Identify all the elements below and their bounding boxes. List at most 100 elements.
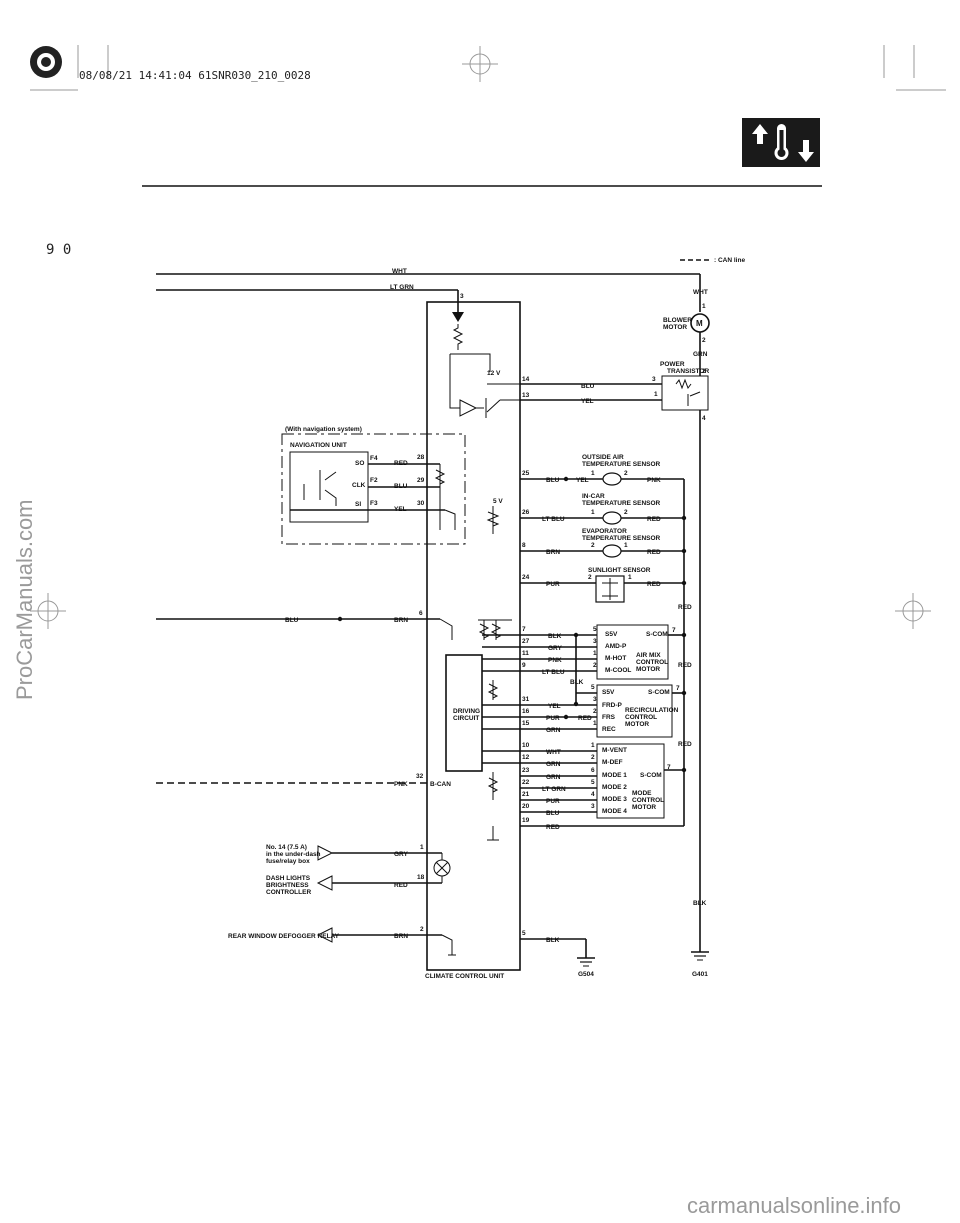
mode-pin-2: 2 — [591, 754, 595, 761]
term-15: 15 — [522, 720, 530, 727]
nav-signal-si: SI — [355, 501, 361, 508]
recirc-sig-rec: REC — [602, 726, 616, 733]
wire-label-pnk-11: PNK — [548, 657, 562, 664]
sensor-outside-air: OUTSIDE AIR TEMPERATURE SENSOR 25 BLU YE… — [520, 454, 684, 486]
wire-label-grn-23: GRN — [546, 774, 561, 781]
recirc-label-3: MOTOR — [625, 721, 649, 728]
navigation-unit-label: NAVIGATION UNIT — [290, 442, 347, 449]
diode-icon — [452, 312, 464, 322]
mode-sig-mode3: MODE 3 — [602, 796, 627, 803]
wire-label-red-18: RED — [394, 882, 408, 889]
b-can-label: B-CAN — [430, 781, 451, 788]
airmix-sig-s5v: S5V — [605, 631, 618, 638]
mode-rows: 10 12 23 22 21 20 WHT GRN GRN LT GRN PUR… — [522, 742, 627, 817]
airmix-sig-mcool: M-COOL — [605, 667, 631, 674]
wire-label-blk-7: BLK — [548, 633, 562, 640]
wire-label-ltblu-26: LT BLU — [542, 516, 565, 523]
wire-label-brn-left: BRN — [394, 617, 408, 624]
wire-label-pnk-25: PNK — [647, 477, 661, 484]
recirc-sig-frs: FRS — [602, 714, 616, 721]
sensor-incar-pin-a: 1 — [591, 509, 595, 516]
blower-label-1: BLOWER — [663, 317, 692, 324]
v12-label: 12 V — [487, 370, 501, 377]
recirc-label-2: CONTROL — [625, 714, 657, 721]
fuse-label-1: No. 14 (7.5 A) — [266, 844, 307, 851]
mode-pin-3: 3 — [591, 803, 595, 810]
sensor-evaporator: EVAPORATOR TEMPERATURE SENSOR 8 BRN RED … — [520, 528, 684, 558]
nav-pin-f3: F3 — [370, 500, 378, 507]
wire-label-blu-14: BLU — [581, 383, 595, 390]
wire-label-wht-10: WHT — [546, 749, 561, 756]
airmix-pin-2: 2 — [593, 662, 597, 669]
term-9: 9 — [522, 662, 526, 669]
blower-pin2: 2 — [702, 337, 706, 344]
term-16: 16 — [522, 708, 530, 715]
defogger-label: REAR WINDOW DEFOGGER RELAY — [228, 933, 340, 940]
sensor-sunlight: SUNLIGHT SENSOR 24 PUR RED 2 1 — [520, 567, 684, 603]
blower-label-2: MOTOR — [663, 324, 687, 331]
fuse-feed: No. 14 (7.5 A) in the under-dash fuse/re… — [266, 844, 442, 865]
recirc-pullup — [487, 680, 499, 700]
airmix-rows: 7 27 11 9 BLK GRY PNK LT BLU 5 3 1 2 S5V… — [522, 626, 631, 676]
term-27: 27 — [522, 638, 530, 645]
navigation-option-title: (With navigation system) — [285, 426, 362, 433]
airmix-pin-3: 3 — [593, 638, 597, 645]
navigation-option-box — [281, 433, 466, 545]
defogger-relay: REAR WINDOW DEFOGGER RELAY BRN 2 — [228, 926, 456, 956]
wire-label-ltblu-9: LT BLU — [542, 669, 565, 676]
pin-18: 18 — [417, 874, 425, 881]
wire-label-yel-13: YEL — [581, 398, 594, 405]
wire-label-ltgrn: LT GRN — [390, 284, 414, 291]
dash-label-1: DASH LIGHTS — [266, 875, 311, 882]
registration-target-icon — [30, 46, 62, 78]
mode-sig-mvent: M-VENT — [602, 747, 627, 754]
airmix-label-3: MOTOR — [636, 666, 660, 673]
sensor-outside-label-1: OUTSIDE AIR — [582, 454, 624, 461]
recirc-scom-pin: 7 — [676, 685, 680, 692]
mode-label-1: MODE — [632, 790, 652, 797]
transistor-label-1: POWER — [660, 361, 685, 368]
nav-signal-so: SO — [355, 460, 364, 467]
blower-motor: WHT 1 M 2 GRN BLOWER MOTOR — [663, 289, 710, 362]
recirc-pin-3: 3 — [593, 696, 597, 703]
crop-marks — [30, 45, 946, 629]
term-19: 19 — [522, 817, 530, 824]
term-12: 12 — [522, 754, 530, 761]
wire-label-red-8: RED — [647, 549, 661, 556]
term-21: 21 — [522, 791, 530, 798]
sensor-evap-pin-b: 1 — [624, 542, 628, 549]
mode-label-3: MOTOR — [632, 804, 656, 811]
pin-1: 1 — [420, 844, 424, 851]
term-10: 10 — [522, 742, 530, 749]
footer-watermark: carmanualsonline.info — [687, 1193, 901, 1218]
airmix-sig-mhot: M-HOT — [605, 655, 626, 662]
unit-ground-icon — [487, 826, 499, 841]
wire-label-gry: GRY — [394, 851, 409, 858]
recirc-sig-frdp: FRD-P — [602, 702, 623, 709]
climate-control-unit-label: CLIMATE CONTROL UNIT — [425, 973, 504, 980]
mode-sig-mode2: MODE 2 — [602, 784, 627, 791]
wire-label-wht: WHT — [392, 268, 407, 275]
sensor-incar-pin-b: 2 — [624, 509, 628, 516]
lamp-icon — [433, 853, 451, 883]
wire-label-yel-25: YEL — [576, 477, 589, 484]
blower-wht-label: WHT — [693, 289, 708, 296]
wire-label-red-frs: RED — [578, 715, 592, 722]
wire-label-brn-8: BRN — [546, 549, 560, 556]
sensor-sunlight-label: SUNLIGHT SENSOR — [588, 567, 651, 574]
wire-label-blu-20: BLU — [546, 810, 560, 817]
mode-scom-pin: 7 — [667, 764, 671, 771]
mode-motor-box — [596, 743, 665, 819]
transistor-label-2: TRANSISTOR — [667, 368, 709, 375]
sensor-evap-label-2: TEMPERATURE SENSOR — [582, 535, 661, 542]
wire-label-pur-24: PUR — [546, 581, 560, 588]
wire-label-yel-31: YEL — [548, 703, 561, 710]
nav-term-28: 28 — [417, 454, 425, 461]
ground-g504-icon — [577, 957, 595, 967]
sensor-outside-label-2: TEMPERATURE SENSOR — [582, 461, 661, 468]
sensor-incar-label-2: TEMPERATURE SENSOR — [582, 500, 661, 507]
term-11: 11 — [522, 650, 529, 657]
airmix-sig-amdp: AMD-P — [605, 643, 627, 650]
wire-label-ltgrn-22: LT GRN — [542, 786, 566, 793]
nav-term-30: 30 — [417, 500, 425, 507]
